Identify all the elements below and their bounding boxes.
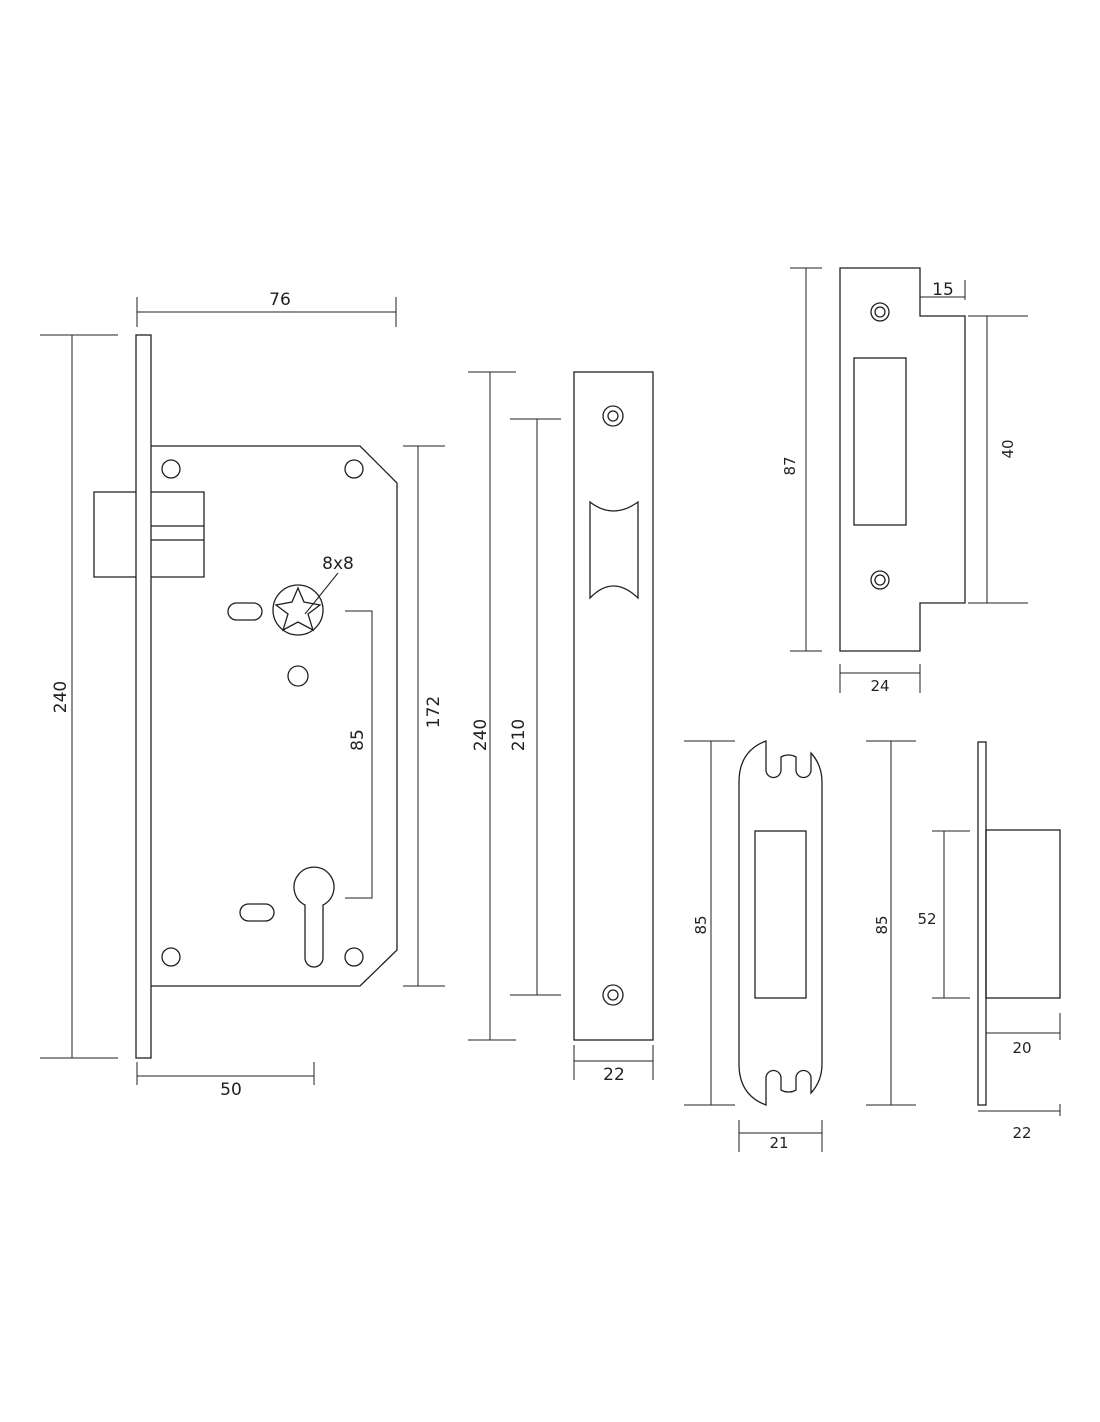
- dim-20: 20: [986, 1013, 1061, 1057]
- svg-text:21: 21: [769, 1134, 788, 1152]
- screw-hole: [602, 984, 624, 1006]
- screw-hole: [344, 947, 364, 967]
- hole: [287, 665, 309, 687]
- spindle-size-label: 8x8: [322, 554, 354, 574]
- svg-text:40: 40: [999, 439, 1017, 458]
- slot-hole: [239, 903, 275, 922]
- screw-hole: [161, 459, 181, 479]
- slot-hole: [227, 602, 263, 621]
- dim-22-box: 22: [978, 1104, 1061, 1142]
- dim-40: 40: [968, 315, 1028, 604]
- svg-text:240: 240: [51, 681, 71, 713]
- screw-hole: [870, 302, 890, 322]
- mortise-lock: 8x8 76 240 172 85: [40, 290, 445, 1100]
- strike-box: 85 52 20 22: [866, 740, 1061, 1142]
- svg-text:52: 52: [917, 910, 936, 928]
- screw-hole: [602, 405, 624, 427]
- leader-line: [304, 572, 339, 615]
- dim-210: 210: [509, 418, 561, 996]
- dim-87: 87: [781, 267, 822, 652]
- svg-text:24: 24: [870, 677, 889, 695]
- strike-window: [853, 357, 907, 526]
- screw-hole: [161, 947, 181, 967]
- lock-forend: [135, 334, 152, 1059]
- svg-text:76: 76: [269, 290, 291, 310]
- dim-85-box: 85: [866, 740, 916, 1106]
- svg-text:210: 210: [509, 719, 529, 751]
- round-strike: 85 21: [684, 740, 823, 1152]
- dim-172: 172: [403, 445, 445, 987]
- latch-opening: [589, 500, 639, 600]
- dim-52: 52: [917, 830, 970, 999]
- dim-76: 76: [136, 290, 397, 327]
- svg-text:172: 172: [424, 696, 444, 728]
- dim-240: 240: [40, 334, 118, 1059]
- svg-text:240: 240: [471, 719, 491, 751]
- screw-hole: [870, 570, 890, 590]
- svg-text:50: 50: [220, 1080, 242, 1100]
- cylinder-keyhole: [293, 866, 335, 968]
- dim-24: 24: [839, 664, 921, 695]
- spindle-hub: [272, 584, 324, 636]
- svg-text:85: 85: [348, 729, 368, 751]
- strike-plate: 87 15 40 24: [781, 267, 1028, 695]
- svg-text:22: 22: [1012, 1124, 1031, 1142]
- svg-text:87: 87: [781, 456, 799, 475]
- lock-body: [151, 445, 398, 987]
- strike-window: [754, 830, 807, 999]
- latch-bolt: [93, 491, 205, 578]
- dim-240-faceplate: 240: [468, 371, 516, 1041]
- dim-22-faceplate: 22: [573, 1045, 654, 1085]
- dim-21: 21: [738, 1120, 823, 1152]
- svg-text:20: 20: [1012, 1039, 1031, 1057]
- faceplate: 240 210 22: [468, 371, 654, 1085]
- dim-15: 15: [920, 280, 966, 300]
- screw-hole: [344, 459, 364, 479]
- svg-text:22: 22: [603, 1065, 625, 1085]
- dim-85-round: 85: [684, 740, 735, 1106]
- svg-text:85: 85: [692, 915, 710, 934]
- dim-50: 50: [136, 1062, 315, 1100]
- dim-85-center: 85: [345, 610, 373, 899]
- svg-text:85: 85: [873, 915, 891, 934]
- star-icon: [274, 586, 322, 632]
- svg-text:15: 15: [932, 280, 954, 300]
